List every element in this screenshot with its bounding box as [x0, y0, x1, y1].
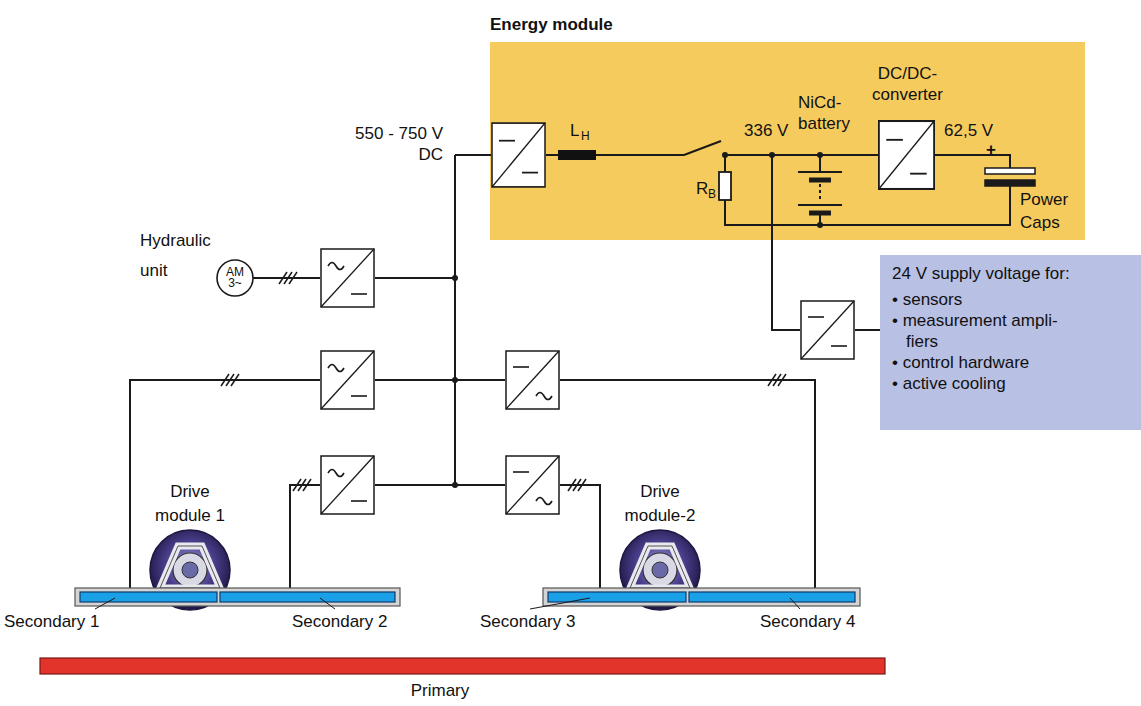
secondary-part — [548, 592, 686, 602]
node-item: • sensors — [892, 289, 1131, 310]
capacitor-symbol — [985, 168, 1035, 186]
inverter-box — [321, 456, 374, 514]
inverter-box — [506, 456, 559, 514]
component-name: NiCd- battery — [798, 92, 868, 134]
part-name: Secondary 1 — [4, 611, 124, 632]
return-wire — [725, 186, 1010, 225]
part-name: Secondary 2 — [292, 611, 412, 632]
wire — [290, 485, 320, 588]
wire — [596, 154, 684, 156]
component-name: Drive module-2 — [615, 480, 705, 528]
component-name: R — [696, 178, 710, 199]
voltage-label: 336 V — [744, 120, 804, 141]
inverter-box — [506, 351, 559, 409]
converter-box — [492, 123, 545, 187]
subscript: B — [708, 187, 718, 201]
secondary-part — [220, 592, 395, 602]
supply-panel: 24 V supply voltage for: • sensors• measu… — [880, 255, 1141, 430]
inductor-symbol — [558, 150, 596, 160]
resistor-symbol — [719, 172, 731, 200]
node-item: • measurement ampli- fiers — [892, 310, 1077, 352]
motor-circle: AM 3~ — [215, 258, 255, 298]
three-phase-mark — [568, 479, 586, 491]
wire — [560, 485, 600, 588]
node-item: • control hardware — [892, 352, 1131, 373]
converter-box — [801, 301, 854, 359]
carriage — [543, 588, 860, 606]
secondary-part — [689, 592, 855, 602]
leader-lines — [95, 598, 800, 609]
node-heading: 24 V supply voltage for: — [892, 263, 1131, 284]
component-name: Power Caps — [1020, 188, 1082, 234]
wiring — [130, 141, 1010, 588]
energy-module-ground — [490, 42, 1085, 240]
part-name: Secondary 3 — [480, 611, 600, 632]
wire — [855, 329, 880, 331]
switch-blade — [684, 141, 721, 155]
battery-symbol — [798, 172, 842, 213]
converter-box — [879, 121, 934, 189]
inverter-box — [321, 351, 374, 409]
node-heading: AM 3~ — [221, 267, 249, 289]
wire — [546, 154, 558, 156]
three-phase-mark — [293, 479, 311, 491]
polarity-mark: + — [986, 141, 1000, 158]
supply-ground — [880, 255, 1141, 430]
junction-dots — [452, 152, 823, 488]
dcdc-converter-box: DC/DC- converter — [878, 120, 935, 190]
wire — [725, 154, 878, 156]
carriage — [75, 588, 400, 606]
three-phase-mark — [221, 374, 239, 386]
part-name: Primary — [395, 680, 485, 701]
wire — [455, 154, 491, 156]
subscript: H — [581, 129, 593, 143]
voltage-label: 550 - 750 V DC — [335, 123, 443, 165]
dc-bus — [454, 155, 456, 485]
component-name: Drive module 1 — [145, 480, 235, 528]
wire — [375, 484, 505, 486]
primary-part — [40, 658, 885, 674]
wire — [772, 155, 800, 330]
secondary-part — [80, 592, 217, 602]
wire — [253, 277, 320, 279]
node-heading: DC/DC- converter — [852, 63, 963, 105]
inverter-box — [321, 249, 374, 307]
motor-circle — [217, 260, 253, 296]
three-phase-mark — [279, 272, 297, 284]
part-name: Secondary 4 — [760, 611, 880, 632]
node-heading: Energy module — [490, 14, 613, 35]
component-name: Hydraulic unit — [140, 226, 238, 286]
wire — [935, 155, 1010, 168]
voltage-label: 62,5 V — [944, 120, 1014, 141]
node-item: • active cooling — [892, 373, 1131, 394]
wire — [375, 277, 455, 279]
three-phase-mark — [768, 374, 786, 386]
wire — [375, 379, 505, 381]
